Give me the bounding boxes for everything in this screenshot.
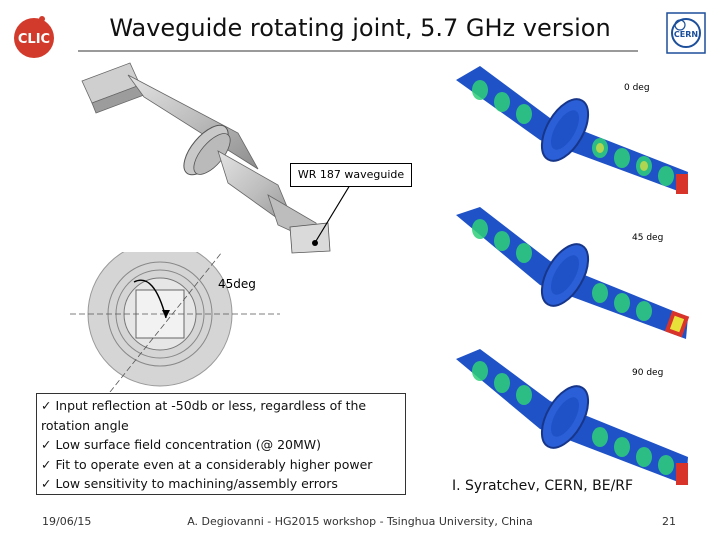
list-item: ✓ Low sensitivity to machining/assembly … — [41, 476, 338, 491]
waveguide-callout-label: WR 187 waveguide — [290, 163, 412, 187]
rotation-angle-label: 45deg — [218, 277, 256, 291]
footer-presentation-info: A. Degiovanni - HG2015 workshop - Tsingh… — [187, 515, 533, 528]
list-item: ✓ Input reflection at -50db or less, reg… — [41, 398, 367, 433]
field-plot-90deg — [440, 345, 700, 490]
list-item: ✓ Fit to operate even at a considerably … — [41, 456, 373, 472]
check-icon: ✓ — [41, 437, 52, 452]
clic-logo-text: CLIC — [18, 32, 50, 47]
cern-logo-text: CERN — [674, 30, 698, 39]
field-plot-45deg — [440, 205, 700, 345]
field-45deg-label: 45 deg — [632, 233, 664, 243]
page-number: 21 — [662, 515, 676, 528]
field-plot-0deg — [440, 60, 700, 200]
cern-logo: CERN — [666, 12, 706, 54]
cross-section-drawing — [70, 241, 280, 393]
check-icon: ✓ — [41, 456, 52, 472]
check-icon: ✓ — [41, 398, 52, 413]
check-icon: ✓ — [41, 476, 52, 491]
image-credit: I. Syratchev, CERN, BE/RF — [452, 478, 634, 494]
clic-logo: CLIC — [8, 10, 60, 62]
waveguide-cad-drawing — [78, 55, 418, 260]
title-divider — [78, 50, 638, 52]
page-title: Waveguide rotating joint, 5.7 GHz versio… — [109, 14, 611, 42]
field-90deg-label: 90 deg — [632, 368, 664, 378]
feature-bullet-list: ✓ Input reflection at -50db or less, reg… — [36, 393, 406, 495]
field-0deg-label: 0 deg — [624, 83, 650, 93]
footer-date: 19/06/15 — [42, 515, 92, 528]
list-item: ✓ Low surface field concentration (@ 20M… — [41, 437, 321, 452]
